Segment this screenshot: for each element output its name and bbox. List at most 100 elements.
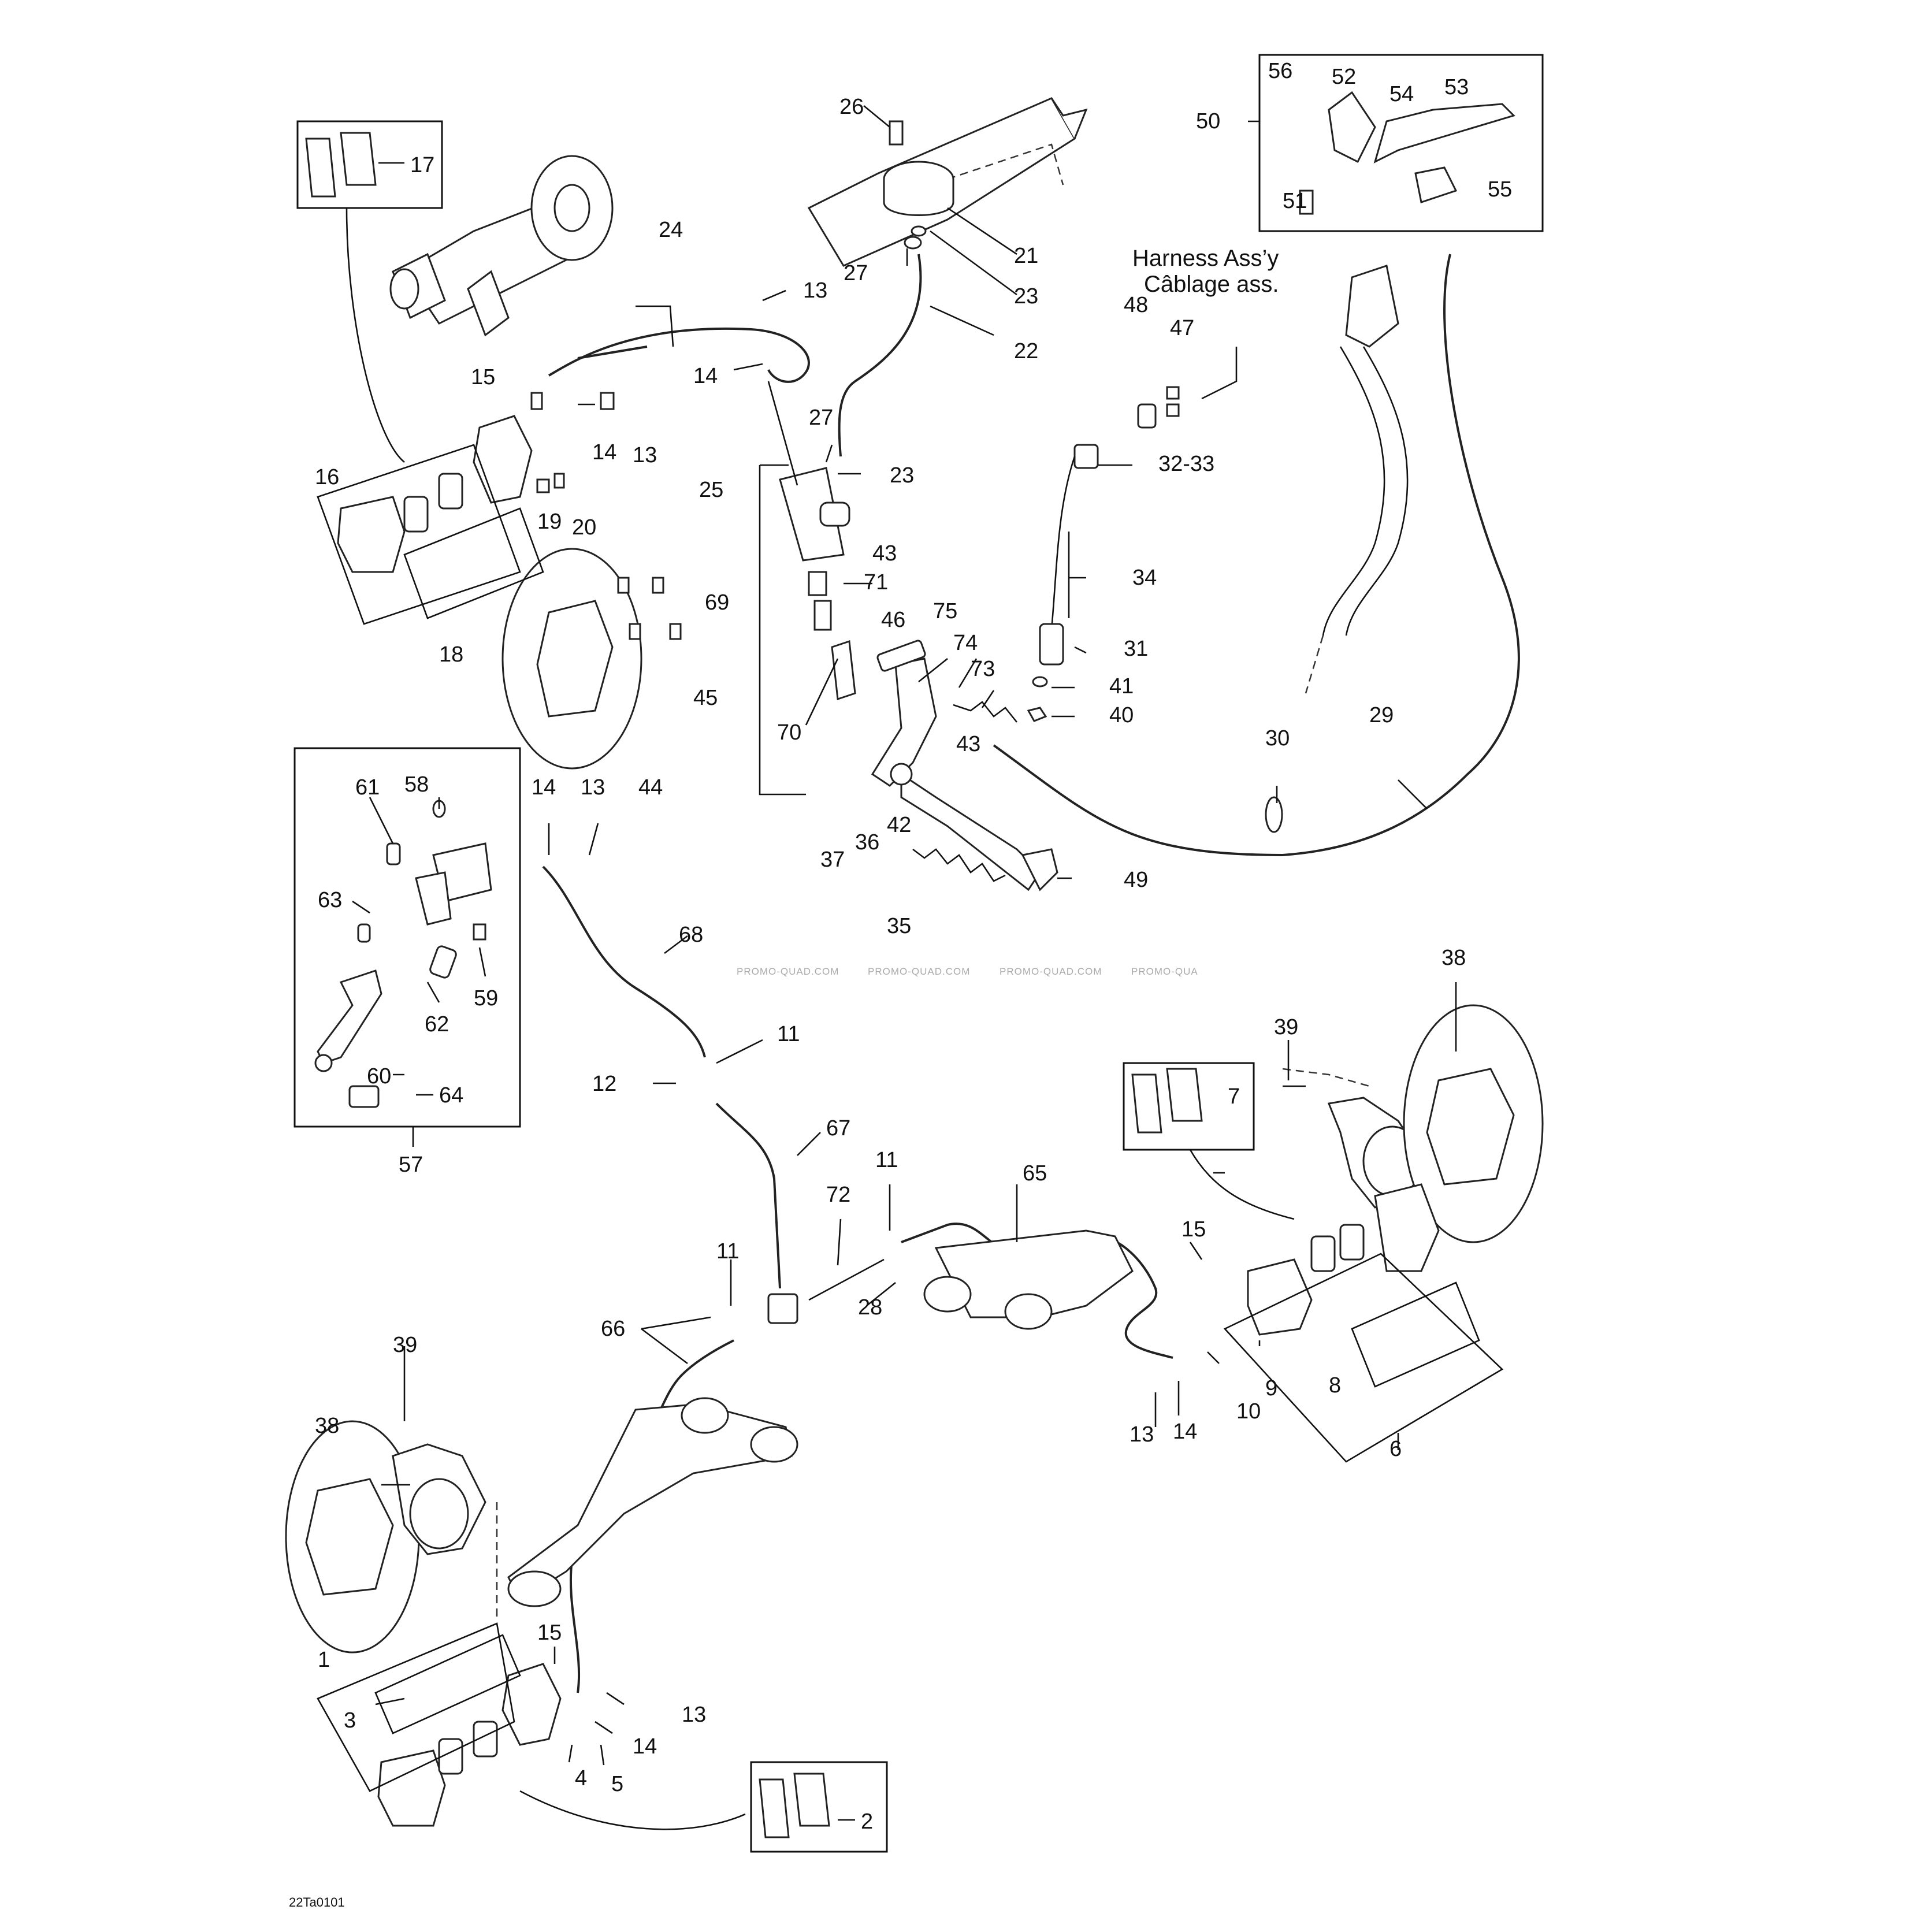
callout-70: 70	[777, 720, 801, 745]
brake-light-switch	[1027, 347, 1283, 833]
callout-73: 73	[971, 657, 995, 681]
callout-3: 3	[344, 1708, 356, 1733]
front-right-caliper	[1247, 1183, 1440, 1336]
callout-50: 50	[1196, 109, 1220, 133]
callout-12: 12	[592, 1072, 616, 1096]
callout-43: 43	[956, 732, 980, 756]
watermark-text: PROMO-QUAD.COM	[1000, 966, 1102, 977]
callout-13-top: 13	[803, 278, 827, 303]
rear-brake-disc	[501, 548, 642, 770]
callout-34: 34	[1132, 566, 1157, 590]
callout-60: 60	[367, 1064, 391, 1088]
callout-11-a: 11	[777, 1022, 800, 1046]
callout-75: 75	[933, 599, 957, 623]
callout-29: 29	[1369, 703, 1394, 727]
callout-48: 48	[1124, 293, 1148, 317]
callout-13-right: 13	[1130, 1422, 1154, 1447]
front-a-arm-right	[923, 1229, 1134, 1330]
callout-15-right: 15	[1182, 1217, 1206, 1242]
callout-9: 9	[1265, 1376, 1277, 1400]
callout-39-right: 39	[1274, 1015, 1298, 1039]
callout-14-mid: 14	[532, 775, 556, 800]
callout-21: 21	[1014, 244, 1038, 268]
callout-37: 37	[820, 848, 845, 872]
callout-15-left: 15	[537, 1621, 562, 1645]
brake-fluid-reservoir	[883, 120, 954, 250]
rear-caliper	[337, 415, 533, 573]
callout-27: 27	[809, 406, 833, 430]
callout-31: 31	[1124, 637, 1148, 661]
front-left-pads-box	[750, 1761, 888, 1853]
callout-14-top: 14	[693, 364, 718, 388]
callout-19: 19	[537, 510, 562, 534]
reservoir-hose	[838, 254, 922, 457]
callout-59: 59	[474, 986, 498, 1010]
front-right-disc	[1403, 1004, 1544, 1243]
callout-26: 26	[839, 95, 864, 119]
callout-69: 69	[705, 590, 729, 615]
watermark-text: PROMO-QUAD.COM	[868, 966, 970, 977]
callout-71: 71	[864, 570, 888, 595]
callout-18: 18	[439, 642, 463, 667]
handlebar-grip	[1305, 265, 1409, 694]
callout-51: 51	[1283, 189, 1307, 213]
callout-numbers: 16 17 18 15 14 13 19 20 24 13 14 26 21 2…	[289, 59, 1512, 1909]
callout-42: 42	[887, 813, 911, 837]
callout-6: 6	[1389, 1437, 1402, 1461]
callout-67: 67	[826, 1116, 850, 1140]
callout-53: 53	[1444, 75, 1469, 99]
pedal-spring	[912, 848, 1006, 882]
callout-16: 16	[315, 465, 339, 489]
callout-65: 65	[1023, 1161, 1047, 1186]
callout-27-top: 27	[844, 261, 868, 285]
callout-25: 25	[699, 478, 723, 502]
parking-brake-cable	[993, 254, 1520, 857]
callout-20: 20	[572, 515, 596, 540]
harness-label-fr: Câblage ass.	[1144, 272, 1279, 297]
callout-14-right: 14	[1173, 1420, 1197, 1444]
callout-74: 74	[953, 631, 978, 655]
callout-17: 17	[410, 153, 434, 177]
front-right-pads-box	[1123, 1062, 1255, 1151]
callout-4: 4	[575, 1766, 587, 1790]
callout-58: 58	[404, 772, 429, 797]
callout-61: 61	[355, 775, 380, 800]
front-master-hose	[542, 865, 706, 1058]
callout-68: 68	[679, 923, 703, 947]
callout-36: 36	[855, 830, 879, 854]
callout-64: 64	[439, 1083, 463, 1108]
front-a-arm-left	[507, 1397, 798, 1607]
callout-57: 57	[399, 1153, 423, 1177]
brake-pedal	[871, 640, 1058, 891]
callout-41: 41	[1109, 674, 1134, 699]
callout-30: 30	[1265, 726, 1290, 750]
rear-brake-hose	[548, 328, 810, 383]
callout-63: 63	[318, 888, 342, 912]
master-cylinder	[779, 467, 856, 701]
rear-axle-housing	[389, 155, 614, 337]
callout-44: 44	[638, 775, 663, 800]
callout-14-rear: 14	[592, 440, 616, 465]
callout-43-top: 43	[872, 541, 897, 566]
callout-49: 49	[1124, 868, 1148, 892]
front-left-caliper	[377, 1663, 562, 1827]
callout-1: 1	[318, 1648, 330, 1672]
callout-46: 46	[881, 608, 905, 632]
callout-2: 2	[861, 1810, 873, 1834]
front-left-knuckle	[392, 1443, 498, 1618]
callout-40: 40	[1109, 703, 1134, 727]
callout-35: 35	[887, 914, 911, 938]
callout-38-left: 38	[315, 1414, 339, 1438]
harness-label-en: Harness Ass’y	[1132, 246, 1279, 271]
front-master-cylinder-box	[293, 747, 521, 1128]
callout-13-mid: 13	[581, 775, 605, 800]
callout-55: 55	[1488, 177, 1512, 202]
watermark-text: PROMO-QUA	[1131, 966, 1198, 977]
callout-32-33: 32-33	[1158, 452, 1214, 476]
callout-24: 24	[659, 218, 683, 242]
rear-caliper-hardware	[530, 392, 682, 640]
distribution-block	[767, 1293, 798, 1324]
callout-39-left: 39	[393, 1333, 417, 1357]
callout-52: 52	[1332, 65, 1356, 89]
